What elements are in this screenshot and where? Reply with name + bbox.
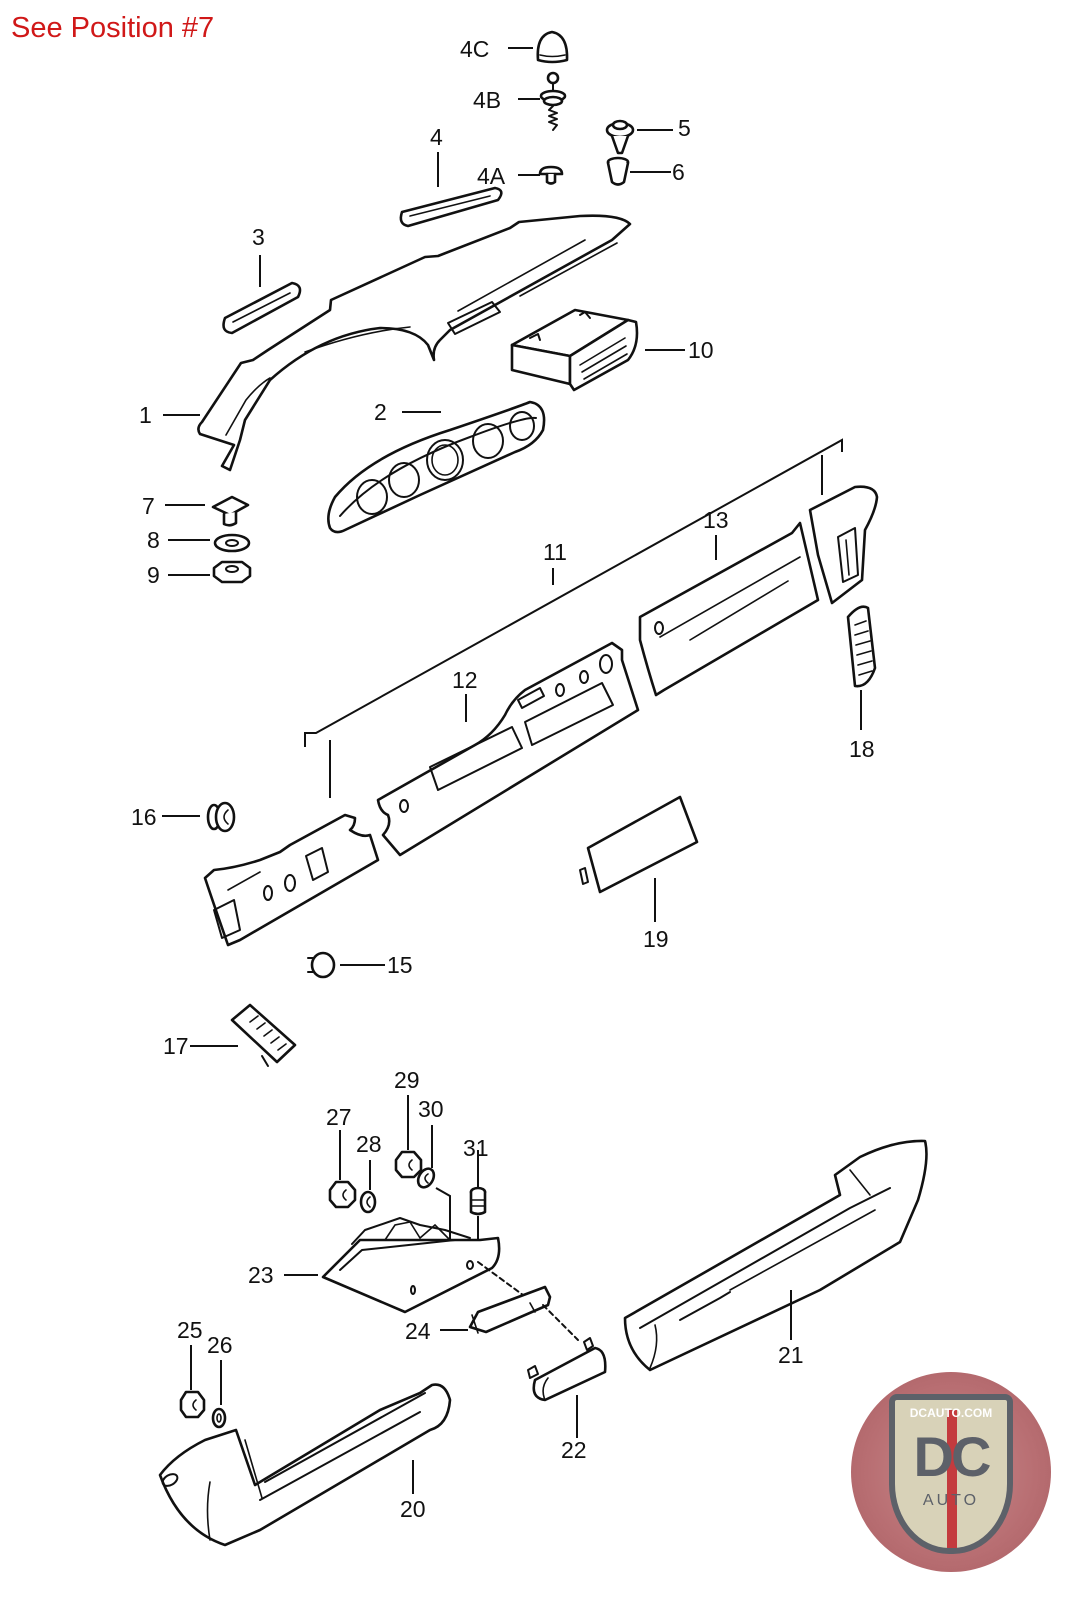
label-21: 21	[778, 1342, 804, 1368]
label-22: 22	[561, 1437, 587, 1463]
part-18-switch-strip[interactable]	[846, 605, 877, 688]
label-4b: 4B	[473, 87, 501, 113]
label-27: 27	[326, 1104, 352, 1130]
part-11-right-end-piece[interactable]	[808, 485, 879, 605]
label-13: 13	[703, 507, 729, 533]
part-16-knob[interactable]	[206, 801, 236, 833]
label-17: 17	[163, 1033, 189, 1059]
part-17-switch[interactable]	[230, 1003, 297, 1067]
part-19-cover-plate[interactable]	[579, 795, 699, 894]
part-26-washer[interactable]	[211, 1407, 227, 1429]
part-10-air-vent[interactable]	[510, 308, 639, 392]
part-29-nut[interactable]	[394, 1150, 423, 1179]
part-24-hinge[interactable]	[468, 1285, 552, 1334]
part-13-glovebox-panel[interactable]	[638, 521, 820, 697]
part-23-lock-bracket[interactable]	[321, 1217, 501, 1314]
label-16: 16	[131, 804, 157, 830]
logo-sub-text: AUTO	[922, 1492, 980, 1509]
part-2-gauge-bezel[interactable]	[327, 400, 546, 534]
logo-shield: DCAUTO.COM DC AUTO	[889, 1394, 1013, 1554]
label-6: 6	[672, 159, 685, 185]
label-26: 26	[207, 1332, 233, 1358]
see-position-note: See Position #7	[11, 12, 215, 44]
label-9: 9	[147, 562, 160, 588]
label-4c: 4C	[460, 36, 489, 62]
dcauto-logo: DCAUTO.COM DC AUTO	[851, 1372, 1051, 1572]
part-9-nut[interactable]	[212, 560, 252, 584]
part-31-bushing[interactable]	[469, 1186, 487, 1216]
part-21-right-grab-handle[interactable]	[623, 1139, 928, 1372]
label-1: 1	[139, 402, 152, 428]
part-11-left-panel[interactable]	[203, 813, 380, 947]
logo-main-text: DC	[913, 1425, 992, 1488]
label-29: 29	[394, 1067, 420, 1093]
part-4a-rivet[interactable]	[538, 165, 564, 185]
part-4-vent-strip[interactable]	[399, 186, 503, 228]
part-6-grommet[interactable]	[606, 156, 630, 186]
part-28-washer[interactable]	[359, 1190, 377, 1214]
part-4b-stud[interactable]	[539, 71, 567, 131]
part-27-nut[interactable]	[328, 1180, 357, 1209]
part-5-clip[interactable]	[605, 119, 635, 155]
label-11: 11	[543, 539, 567, 565]
assembly-11-bracket	[304, 438, 843, 798]
label-31: 31	[463, 1135, 489, 1161]
part-15-button[interactable]	[307, 951, 336, 979]
part-3-vent-strip[interactable]	[222, 281, 302, 335]
part-30-washer[interactable]	[415, 1166, 437, 1190]
logo-url-text: DCAUTO.COM	[909, 1406, 993, 1420]
label-10: 10	[688, 337, 714, 363]
label-3: 3	[252, 224, 265, 250]
part-8-washer[interactable]	[213, 533, 251, 553]
label-2: 2	[374, 399, 387, 425]
label-24: 24	[405, 1318, 431, 1344]
label-5: 5	[678, 115, 691, 141]
label-25: 25	[177, 1317, 203, 1343]
label-7: 7	[142, 493, 155, 519]
label-4: 4	[430, 124, 443, 150]
part-25-nut[interactable]	[179, 1390, 206, 1419]
part-4c-cap[interactable]	[536, 30, 569, 64]
label-12: 12	[452, 667, 478, 693]
part-22-handle-cap[interactable]	[527, 1337, 607, 1402]
logo-stripe	[947, 1410, 957, 1548]
part-1-dashboard-top[interactable]	[197, 214, 632, 472]
label-20: 20	[400, 1496, 426, 1522]
label-18: 18	[849, 736, 875, 762]
part-20-left-grab-handle[interactable]	[158, 1383, 452, 1547]
label-19: 19	[643, 926, 669, 952]
label-23: 23	[248, 1262, 274, 1288]
label-28: 28	[356, 1131, 382, 1157]
label-4a: 4A	[477, 163, 506, 189]
part-7-bracket[interactable]	[211, 495, 250, 527]
label-15: 15	[387, 952, 413, 978]
label-30: 30	[418, 1096, 444, 1122]
label-8: 8	[147, 527, 160, 553]
part-12-center-console-panel[interactable]	[376, 641, 640, 857]
